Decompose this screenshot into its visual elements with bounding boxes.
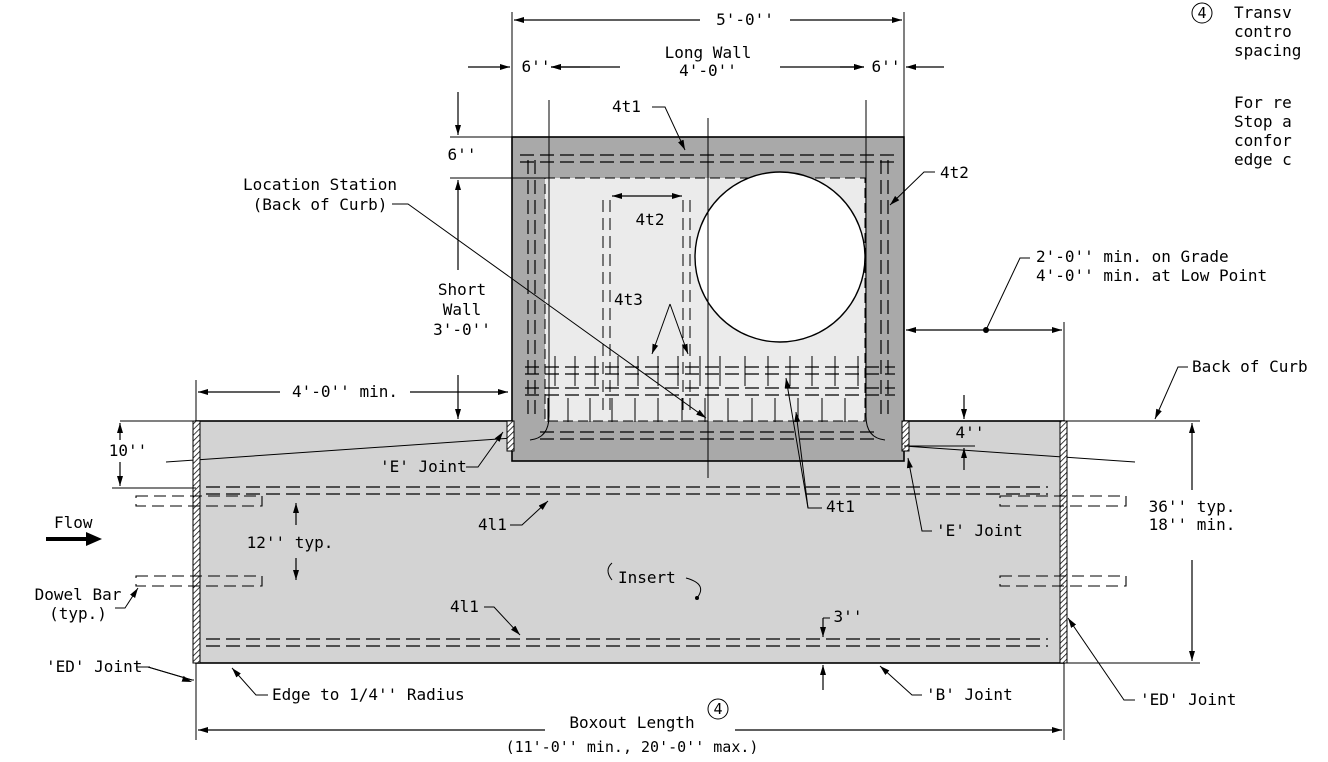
flow-label: Flow: [54, 513, 93, 532]
location-l1: Location Station: [243, 175, 397, 194]
bar-4t3-label: 4t3: [614, 290, 643, 309]
leader-4t1-top: [652, 106, 686, 151]
location-l2: (Back of Curb): [253, 195, 388, 214]
dowel-l2: (typ.): [49, 604, 107, 623]
note-line-1: Transv: [1234, 3, 1292, 22]
leader-4t1-bottom-b: [794, 411, 809, 509]
bar-4t1-bottom-label: 4t1: [826, 497, 855, 516]
leader-back-of-curb: [1154, 366, 1188, 420]
short-wall-l3: 3'-0'': [433, 320, 491, 339]
insert-curl-left: [607, 562, 613, 581]
leader-dowel: [115, 587, 139, 609]
bar-4t1-top-label: 4t1: [612, 97, 641, 116]
leader-ed-right: [1067, 617, 1135, 701]
leader-4t2-right: [889, 171, 935, 206]
e-joint-left-hatch: [506, 420, 515, 452]
leader-location: [392, 203, 707, 419]
ed-joint-right-hatch: [1059, 420, 1068, 664]
top-thick: 6'': [448, 145, 477, 164]
note-line-4: For re: [1234, 93, 1292, 112]
slab-top: 10'': [109, 441, 148, 460]
short-wall-l2: Wall: [443, 300, 482, 319]
min-left: 4'-0'' min.: [292, 382, 398, 401]
note-line-6: confor: [1234, 131, 1292, 150]
note-line-2: contro: [1234, 22, 1292, 41]
grade-leader: [985, 257, 1030, 331]
bar-4l1-bottom-label: 4l1: [450, 597, 479, 616]
boxout-l1: Boxout Length: [569, 713, 694, 732]
bar-4t2-inner-label: 4t2: [636, 210, 665, 229]
flow-arrow-icon: [46, 532, 102, 546]
boxout-note-ref: 4: [713, 700, 722, 718]
note-ref-circle: [707, 698, 729, 720]
long-wall-bar-left-curve: [529, 100, 550, 441]
leader-ed-left-final-b: [150, 667, 194, 683]
curb-offset: 4'': [956, 423, 985, 442]
e-joint-left: 'E' Joint: [380, 457, 467, 476]
bar-spacing: 12'' typ.: [247, 533, 334, 552]
insert-curl-right: [685, 577, 702, 599]
back-of-curb: Back of Curb: [1192, 357, 1308, 376]
gutter-line-left: [165, 437, 513, 463]
long-wall-dim: 4'-0'': [679, 61, 737, 80]
note-number: 4: [1197, 4, 1206, 22]
gutter-line-right: [903, 445, 1136, 463]
leader-4l1-top: [510, 500, 549, 526]
short-wall-l1: Short: [438, 280, 486, 299]
e-joint-right: 'E' Joint: [936, 521, 1023, 540]
long-wall-title: Long Wall: [665, 43, 752, 62]
edge-radius: Edge to 1/4'' Radius: [272, 685, 465, 704]
note-line-5: Stop a: [1234, 112, 1292, 131]
insert-dot: [695, 596, 699, 600]
leader-edge-radius: [231, 667, 268, 696]
depth-l2: 18'' min.: [1149, 515, 1236, 534]
b-joint: 'B' Joint: [926, 685, 1013, 704]
leader-4t3-b: [669, 303, 689, 355]
note-line-3: spacing: [1234, 41, 1301, 60]
leader-b-joint: [879, 665, 922, 696]
e-joint-right-hatch: [901, 420, 910, 452]
ed-joint-left-hatch: [192, 420, 201, 664]
dim-overall-width: 5'-0'': [716, 10, 774, 29]
bottom-cover: 3'': [834, 607, 863, 626]
boxout-l2: (11'-0'' min., 20'-0'' max.): [506, 738, 759, 756]
leader-e-joint-right: [906, 457, 932, 532]
wall-thick-left: 6'': [522, 57, 551, 76]
stirrup-ticks: [547, 356, 859, 422]
long-wall-bar-right-curve: [865, 100, 886, 441]
boxout-label-bg: [545, 712, 735, 742]
wall-thick-right: 6'': [872, 57, 901, 76]
note-line-7: edge c: [1234, 150, 1292, 169]
grade-l1: 2'-0'' min. on Grade: [1036, 247, 1229, 266]
leader-4l1-bottom: [484, 606, 521, 636]
ed-joint-left: 'ED' Joint: [46, 657, 142, 676]
leader-e-joint-left: [466, 431, 504, 468]
ed-joint-right: 'ED' Joint: [1140, 690, 1236, 709]
note-number-circle: [1191, 2, 1213, 24]
pipe-opening: [694, 171, 866, 343]
depth-l1: 36'' typ.: [1149, 497, 1236, 516]
insert-label: Insert: [618, 568, 676, 587]
dowel-l1: Dowel Bar: [35, 585, 122, 604]
leader-4t3-a: [651, 303, 671, 355]
grade-l2: 4'-0'' min. at Low Point: [1036, 266, 1267, 285]
bar-4t2-right-label: 4t2: [940, 163, 969, 182]
bar-4l1-top-label: 4l1: [478, 515, 507, 534]
dowel-bars: [135, 495, 1127, 587]
